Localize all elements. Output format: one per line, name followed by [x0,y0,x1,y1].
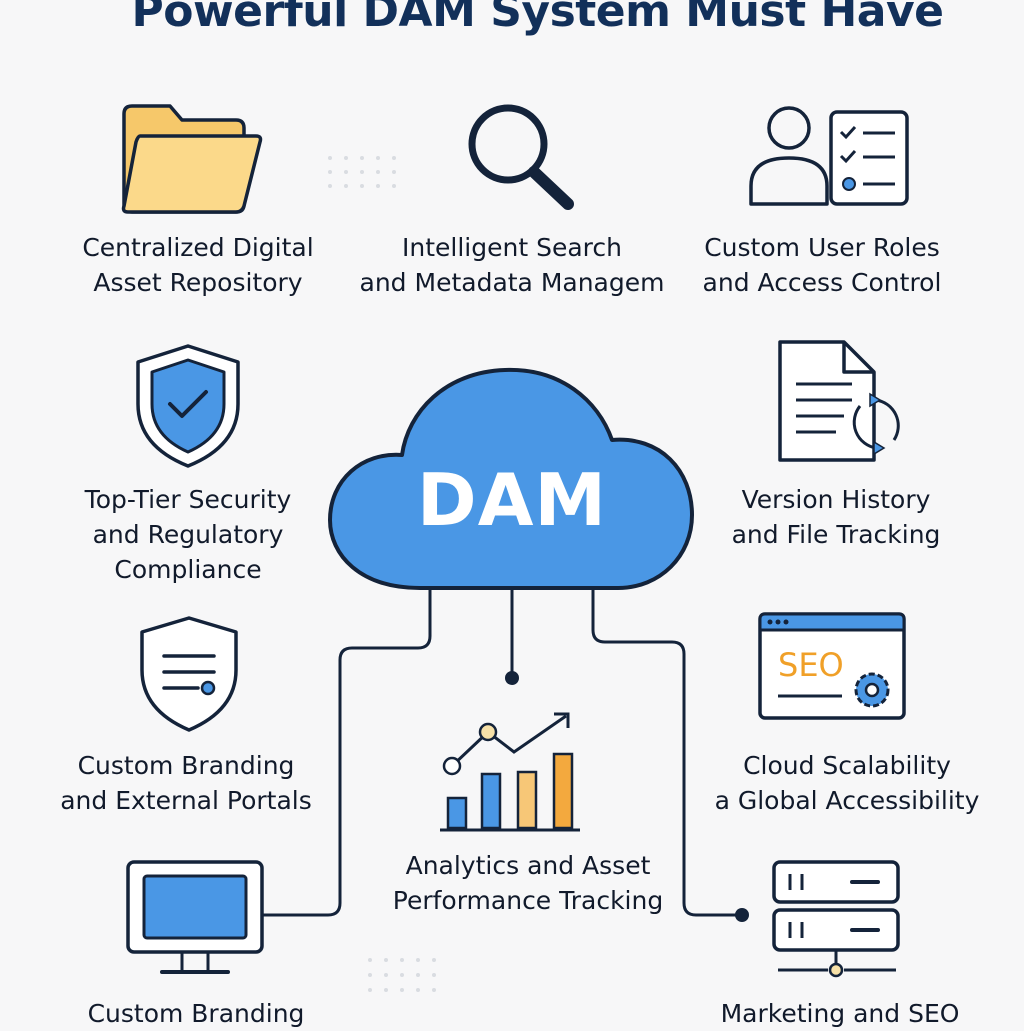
document-sync-icon [778,340,900,462]
decorative-dots [328,156,436,992]
cloud-icon [328,367,694,590]
connector-dot-right [735,908,749,922]
connector-left [260,586,432,917]
server-icon [772,860,900,978]
dam-label: DAM [416,458,608,542]
magnifier-icon [468,104,574,210]
seo-window-icon: SEO [758,612,906,720]
feature-label-search: Intelligent Search and Metadata Managem [359,233,665,297]
seo-text: SEO [778,646,844,684]
feature-label-roles: Custom User Roles and Access Control [702,233,942,297]
connector-right [591,586,744,917]
page-title: Powerful DAM System Must Have [131,0,944,37]
user-checklist-icon [749,106,909,206]
bar-chart-trend-icon [440,712,580,832]
feature-label-marketing: Marketing and SEO [720,999,960,1028]
feature-label-analytics: Analytics and Asset Performance Tracking [392,851,664,915]
monitor-icon [126,860,264,974]
shield-document-icon [140,616,238,732]
feature-label-repository: Centralized Digital Asset Repository [82,233,314,297]
feature-label-branding: Custom Branding and External Portals [60,751,312,815]
connector-dot-center [505,671,519,685]
feature-label-branding-2: Custom Branding [87,999,305,1028]
feature-label-version: Version History and File Tracking [731,485,941,549]
feature-label-scalability: Cloud Scalability a Global Accessibility [714,751,980,815]
folder-icon [121,104,263,214]
shield-check-icon [136,344,240,468]
feature-label-security: Top-Tier Security and Regulatory Complia… [84,485,292,584]
